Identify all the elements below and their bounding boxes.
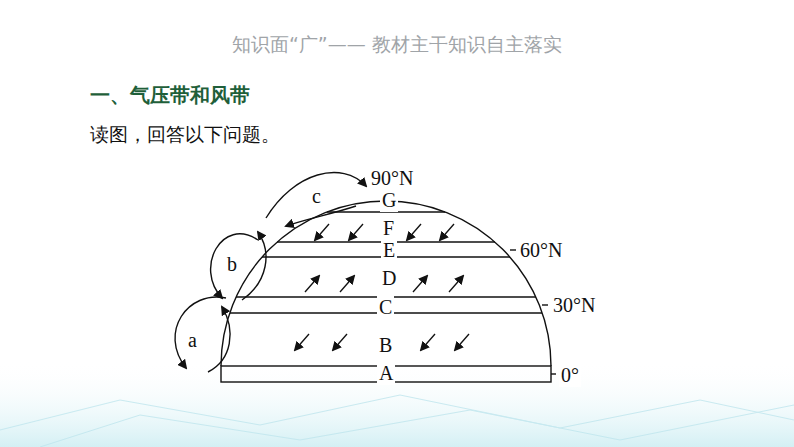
- latitude-label: 0°: [559, 364, 581, 387]
- latitude-label: 90°N: [369, 167, 415, 190]
- wind-belt-label: B: [377, 334, 394, 357]
- wind-arrow: [315, 224, 329, 240]
- wind-arrow: [455, 334, 469, 350]
- wind-arrow: [295, 334, 309, 350]
- latitude-label: 30°N: [551, 294, 597, 317]
- section-heading: 一、气压带和风带: [90, 84, 250, 107]
- page-header: 知识面“广”—— 教材主干知识自主落实: [232, 34, 562, 56]
- wind-arrow: [349, 224, 363, 240]
- wind-arrow: [333, 334, 347, 350]
- wind-belt-label: F: [381, 217, 396, 240]
- wind-arrow: [440, 224, 454, 240]
- pressure-belt-label: C: [377, 296, 394, 319]
- cell-label: b: [225, 253, 239, 276]
- pressure-belt-label: A: [377, 362, 395, 385]
- cell-label: a: [186, 329, 199, 352]
- wind-arrow: [449, 276, 463, 292]
- wind-belt-label: D: [380, 267, 398, 290]
- wind-arrow: [305, 276, 319, 292]
- pressure-belt-label: G: [380, 189, 398, 212]
- cell-label: c: [310, 185, 323, 208]
- instruction-text: 读图，回答以下问题。: [90, 124, 280, 146]
- latitude-label: 60°N: [518, 239, 564, 262]
- wind-arrow: [340, 276, 354, 292]
- wind-arrow: [407, 224, 421, 240]
- wind-arrow: [421, 334, 435, 350]
- wind-arrow: [413, 276, 427, 292]
- pressure-belt-label: E: [381, 239, 397, 262]
